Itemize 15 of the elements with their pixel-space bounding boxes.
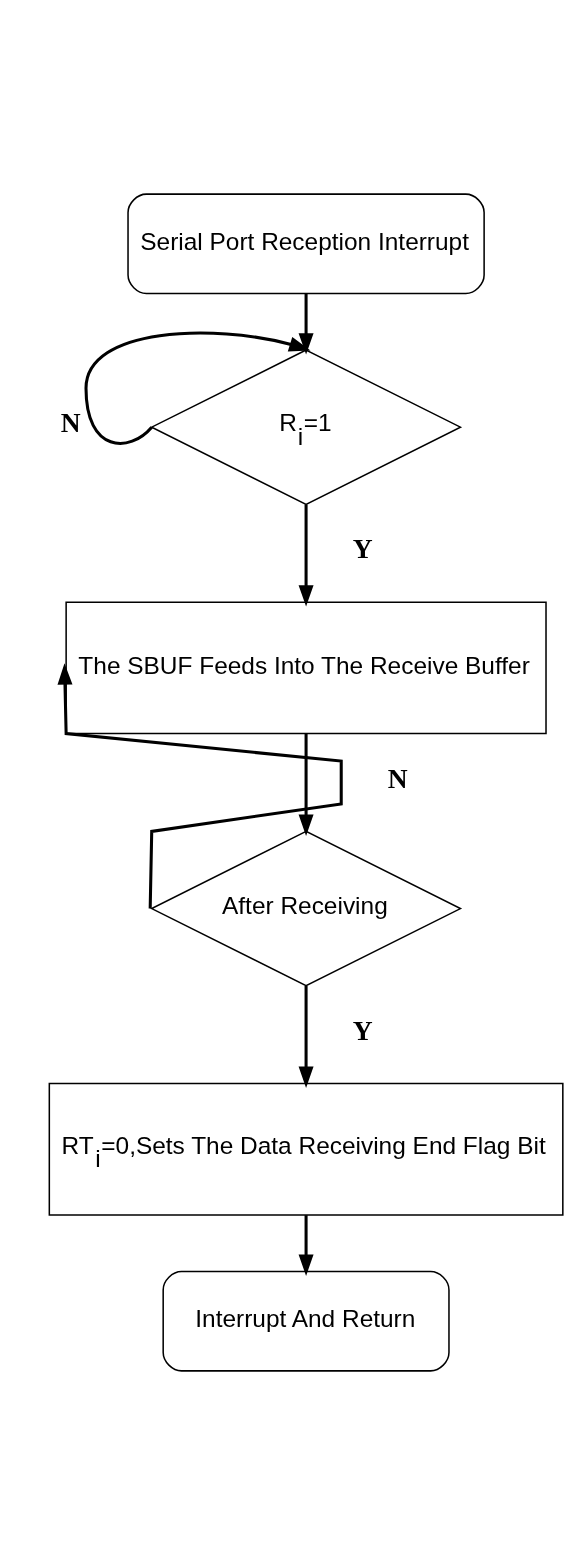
node-box: Serial Port Reception Interrupt [127, 192, 485, 294]
node-diamond: After Receiving [150, 830, 463, 987]
edge-label: N [60, 406, 81, 438]
arrow [57, 662, 343, 909]
arrow [298, 504, 314, 607]
arrow [298, 1214, 314, 1276]
edge-label: Y [352, 532, 373, 564]
arrow [84, 331, 311, 445]
node-box: The SBUF Feeds Into The Receive Buffer [65, 600, 547, 734]
node-box: Interrupt And Return [162, 1270, 450, 1372]
edge-label: N [387, 762, 408, 794]
arrow [298, 733, 314, 836]
arrow [298, 985, 314, 1088]
arrow [298, 293, 314, 355]
edge-label: Y [352, 1014, 373, 1046]
